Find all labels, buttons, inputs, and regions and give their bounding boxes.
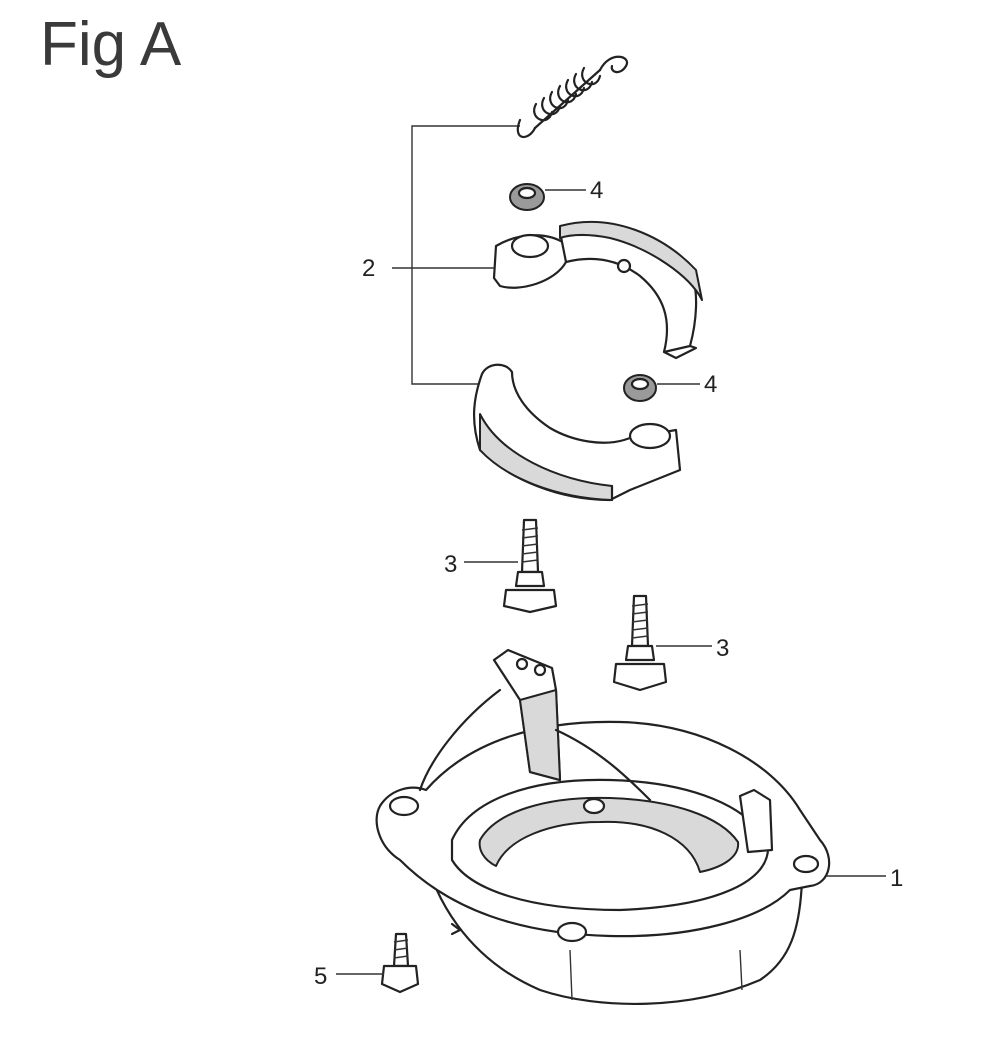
callout-2: 2: [362, 255, 375, 282]
clutch-spring: [516, 55, 629, 138]
callout-3-left: 3: [444, 551, 457, 578]
washer-upper: [509, 183, 545, 211]
housing-screw: [380, 932, 420, 994]
callout-5: 5: [314, 963, 327, 990]
clutch-shoe-lower: [472, 363, 682, 502]
shoe-bolt-left: [502, 518, 558, 614]
clutch-shoe-upper: [492, 221, 703, 360]
callout-4-lower: 4: [704, 371, 717, 398]
washer-lower: [623, 374, 657, 402]
callout-3-right: 3: [716, 635, 729, 662]
spring-group-bracket: [411, 125, 520, 385]
callout-4-upper: 4: [590, 177, 603, 204]
callout-1: 1: [890, 865, 903, 892]
figure-title: Fig A: [40, 10, 182, 79]
clutch-housing: [375, 648, 831, 1006]
shoe-bolt-right: [612, 594, 668, 692]
